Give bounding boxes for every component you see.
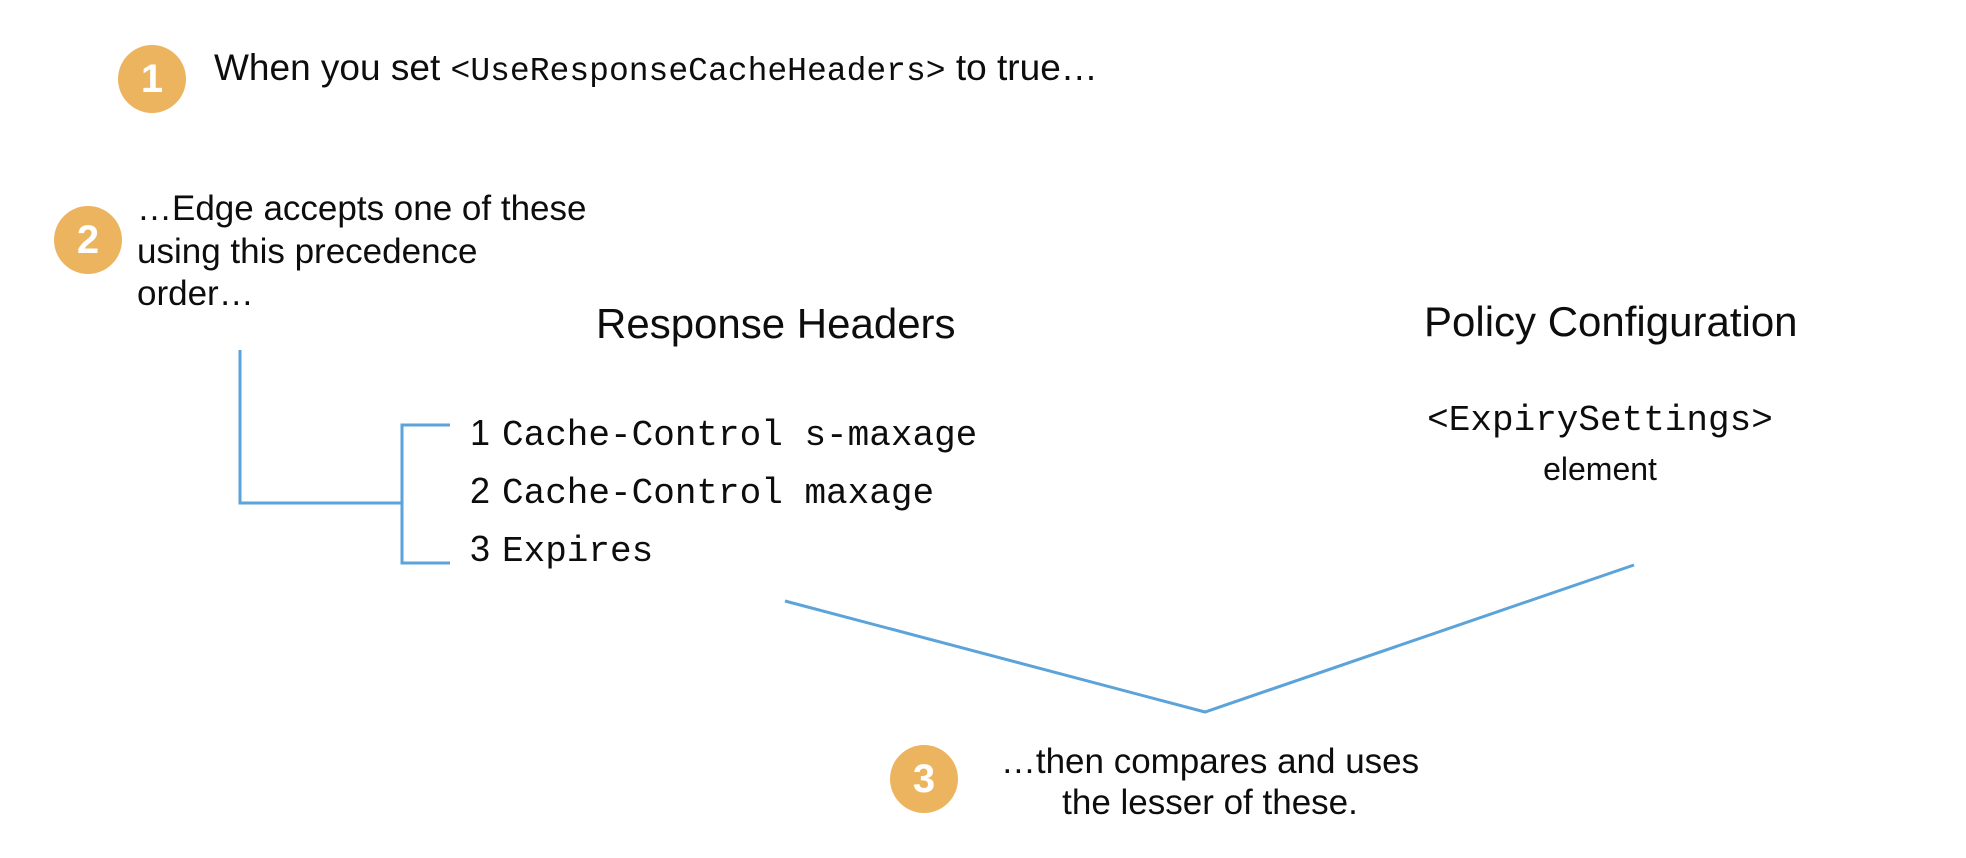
step-1-badge: 1 (118, 45, 186, 113)
step-3-line-2: the lesser of these. (1062, 782, 1358, 822)
precedence-rank: 3 (470, 528, 491, 569)
step2-elbow-connector (238, 350, 402, 505)
step-2-line-1: …Edge accepts one of these (137, 189, 587, 228)
step-2-callout-text: …Edge accepts one of these using this pr… (137, 188, 637, 316)
precedence-list: 1 Cache-Control s-maxage 2 Cache-Control… (470, 412, 977, 586)
precedence-bracket (400, 423, 450, 565)
precedence-header-name: Expires (502, 531, 654, 572)
policy-element-name: <ExpirySettings> (1427, 400, 1773, 441)
step-2-badge: 2 (54, 206, 122, 274)
policy-configuration-block: <ExpirySettings> element (1370, 400, 1830, 488)
policy-element-word: element (1543, 451, 1657, 487)
precedence-list-item: 3 Expires (470, 528, 977, 586)
precedence-rank: 2 (470, 470, 491, 511)
precedence-list-item: 1 Cache-Control s-maxage (470, 412, 977, 470)
precedence-list-item: 2 Cache-Control maxage (470, 470, 977, 528)
response-headers-column-title: Response Headers (596, 300, 956, 347)
step-3-badge: 3 (890, 745, 958, 813)
step-3-line-1: …then compares and uses (1000, 742, 1420, 781)
step-1-text-suffix: to true… (945, 47, 1098, 88)
step-1-callout-text: When you set <UseResponseCacheHeaders> t… (214, 47, 1098, 90)
step-1-config-element: <UseResponseCacheHeaders> (450, 53, 946, 90)
comparison-v-connector (784, 563, 1635, 714)
step-2-line-3: order… (137, 274, 254, 314)
step-3-callout-text: …then compares and uses the lesser of th… (975, 742, 1445, 824)
precedence-rank: 1 (470, 412, 491, 453)
step-1-text-prefix: When you set (214, 47, 451, 88)
precedence-header-name: Cache-Control maxage (502, 473, 935, 514)
policy-configuration-column-title: Policy Configuration (1424, 298, 1798, 345)
step-2-line-2: using this precedence (137, 231, 478, 271)
precedence-header-name: Cache-Control s-maxage (502, 415, 978, 456)
